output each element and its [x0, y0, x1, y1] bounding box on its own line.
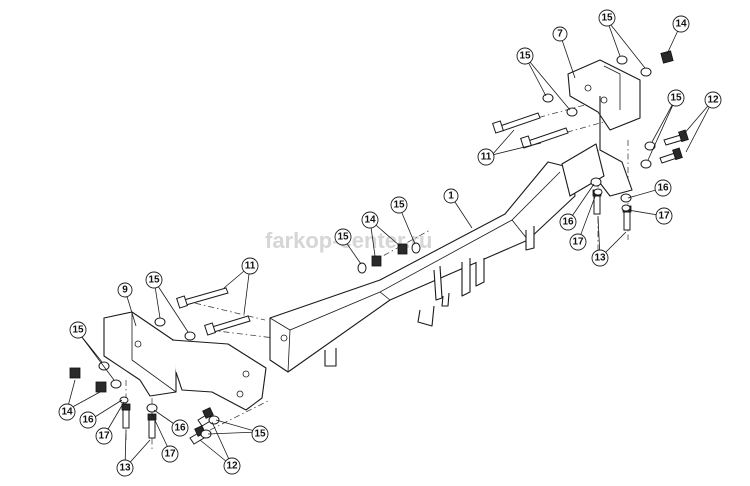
callout-14-left: 14 [58, 403, 76, 421]
callout-1: 1 [443, 188, 459, 204]
washers [98, 55, 656, 439]
callout-12-left: 12 [223, 457, 241, 475]
svg-text:7: 7 [557, 29, 563, 40]
callout-15-right-side: 15 [667, 89, 685, 107]
left-bracket [103, 311, 267, 411]
svg-text:14: 14 [61, 407, 73, 418]
svg-text:17: 17 [164, 449, 176, 460]
svg-text:14: 14 [364, 215, 376, 226]
svg-text:14: 14 [675, 19, 687, 30]
callout-13-right: 13 [591, 249, 609, 267]
svg-text:16: 16 [562, 217, 574, 228]
svg-text:15: 15 [337, 232, 349, 243]
svg-text:16: 16 [82, 415, 94, 426]
callout-15-bottom: 15 [251, 425, 269, 443]
svg-text:15: 15 [72, 325, 84, 336]
svg-text:17: 17 [98, 431, 110, 442]
svg-text:11: 11 [481, 152, 492, 163]
callout-15-right-bolts: 15 [516, 47, 534, 65]
svg-text:9: 9 [122, 285, 128, 296]
callout-16-left-a: 16 [79, 411, 97, 429]
main-crossbar [269, 161, 576, 373]
callout-15-center-left: 15 [334, 228, 352, 246]
svg-text:12: 12 [707, 95, 719, 106]
callout-14-center: 14 [361, 211, 379, 229]
callout-17-left-b: 17 [161, 445, 179, 463]
svg-text:16: 16 [657, 183, 669, 194]
callout-17-right-b: 17 [655, 207, 673, 225]
callout-14-top: 14 [672, 15, 690, 33]
callout-11-right: 11 [477, 148, 495, 166]
callout-16-right-a: 16 [559, 213, 577, 231]
callout-16-right-b: 16 [654, 179, 672, 197]
callout-16-left-b: 16 [171, 419, 189, 437]
callout-15-left-side: 15 [69, 321, 87, 339]
callout-9: 9 [117, 282, 133, 298]
svg-text:15: 15 [254, 429, 266, 440]
callout-15-center-right: 15 [390, 196, 408, 214]
callout-12-right: 12 [704, 91, 722, 109]
callout-15-top: 15 [598, 9, 616, 27]
svg-text:15: 15 [148, 275, 160, 286]
svg-text:12: 12 [226, 461, 238, 472]
svg-text:15: 15 [670, 93, 682, 104]
callout-13-left: 13 [116, 459, 134, 477]
callout-7: 7 [552, 26, 568, 42]
svg-text:13: 13 [119, 463, 131, 474]
svg-text:13: 13 [594, 253, 606, 264]
long-bolts [176, 112, 569, 336]
svg-text:11: 11 [245, 261, 256, 272]
callout-15-left-bolts: 15 [145, 271, 163, 289]
svg-text:17: 17 [658, 211, 670, 222]
svg-text:15: 15 [519, 51, 531, 62]
nuts [69, 50, 674, 393]
callout-11-left: 11 [241, 257, 259, 275]
assembly-centerlines [125, 89, 641, 450]
callout-17-right-a: 17 [569, 233, 587, 251]
callout-17-left-a: 17 [95, 427, 113, 445]
svg-text:15: 15 [601, 13, 613, 24]
short-bolts [189, 129, 689, 445]
right-bracket [561, 59, 641, 197]
svg-text:15: 15 [393, 200, 405, 211]
svg-text:17: 17 [572, 237, 584, 248]
svg-text:1: 1 [448, 191, 454, 202]
svg-text:16: 16 [174, 423, 186, 434]
leader-lines [66, 19, 714, 469]
